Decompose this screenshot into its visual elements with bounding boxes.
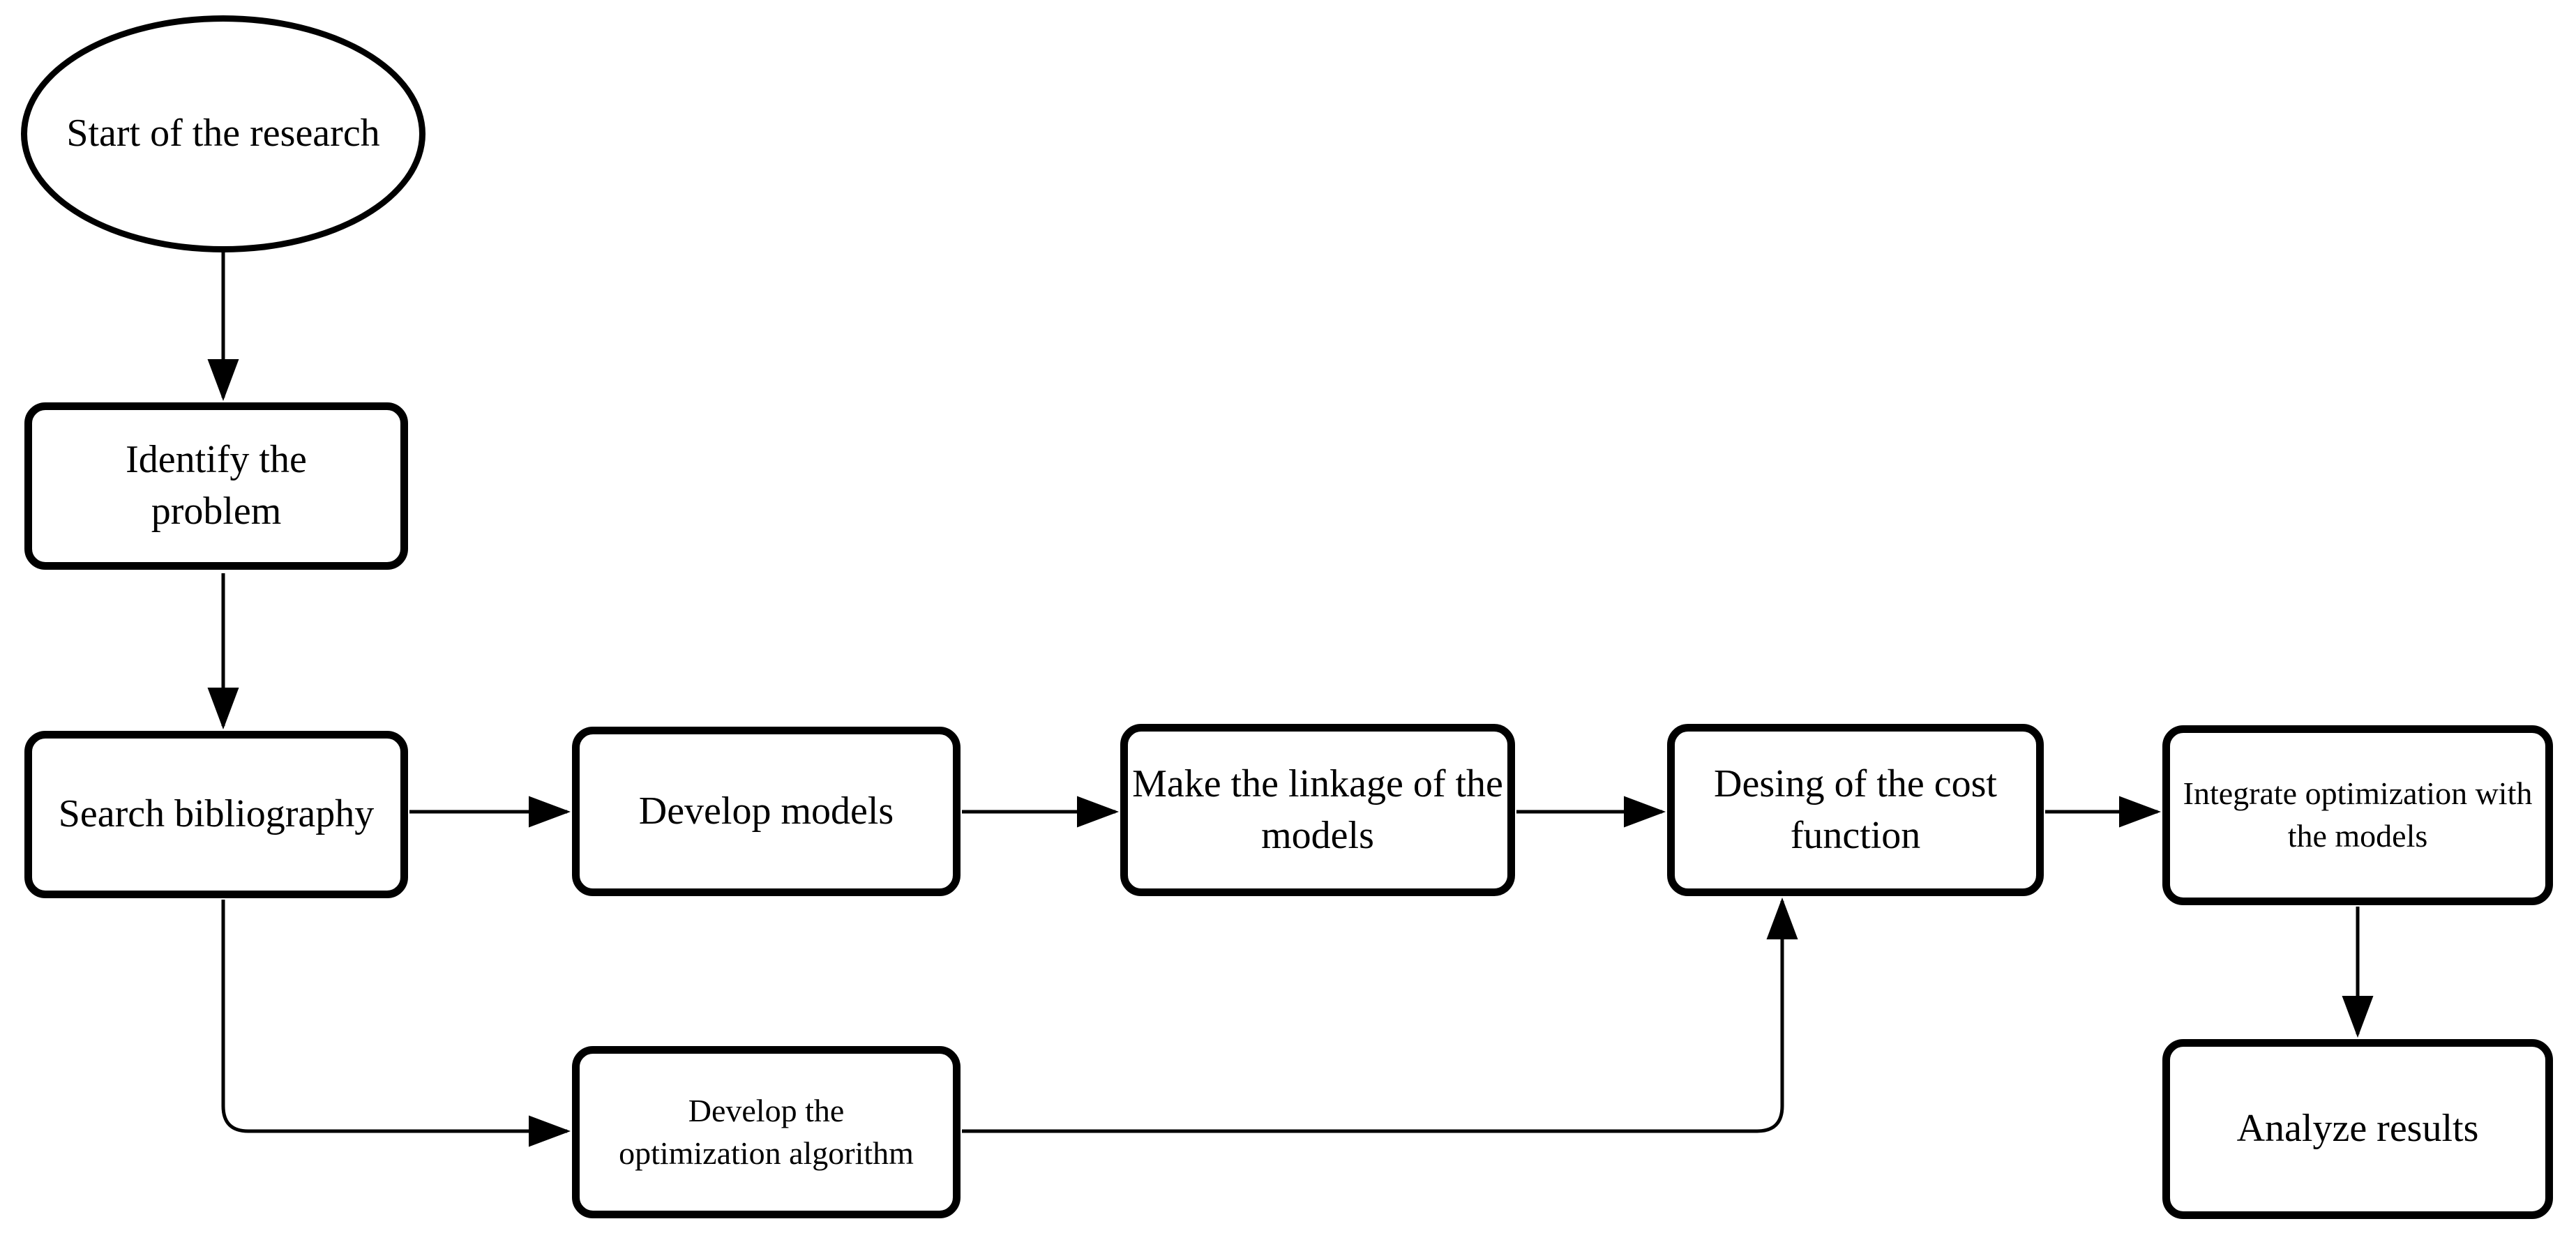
node-identify-label: Identify the problem [126, 438, 307, 533]
node-search-bibliography: Search bibliography [24, 731, 408, 898]
node-develop-algorithm-label: Develop the optimization algorithm [619, 1092, 914, 1171]
node-design-cost-function: Desing of the cost function [1667, 724, 2044, 896]
node-design-cost-label: Desing of the cost function [1714, 762, 1997, 857]
node-integrate-optimization: Integrate optimization with the models [2162, 725, 2553, 905]
node-develop-models: Develop models [572, 727, 961, 896]
node-make-the-linkage: Make the linkage of the models [1120, 724, 1515, 896]
node-develop-optimization-algorithm: Develop the optimization algorithm [572, 1046, 961, 1218]
node-start-ellipse: Start of the research [21, 15, 425, 252]
node-search-label: Search bibliography [58, 792, 375, 836]
edge-search-to-develop-algorithm [221, 900, 571, 1147]
node-develop-models-label: Develop models [638, 789, 894, 833]
node-analyze-results: Analyze results [2162, 1039, 2553, 1219]
node-integrate-label: Integrate optimization with the models [2183, 775, 2533, 854]
node-analyze-label: Analyze results [2236, 1107, 2479, 1151]
node-linkage-label: Make the linkage of the models [1132, 762, 1503, 857]
node-start-label: Start of the research [66, 112, 380, 156]
node-identify-the-problem: Identify the problem [24, 402, 408, 570]
edge-develop-algorithm-to-design-cost [962, 898, 1798, 1133]
